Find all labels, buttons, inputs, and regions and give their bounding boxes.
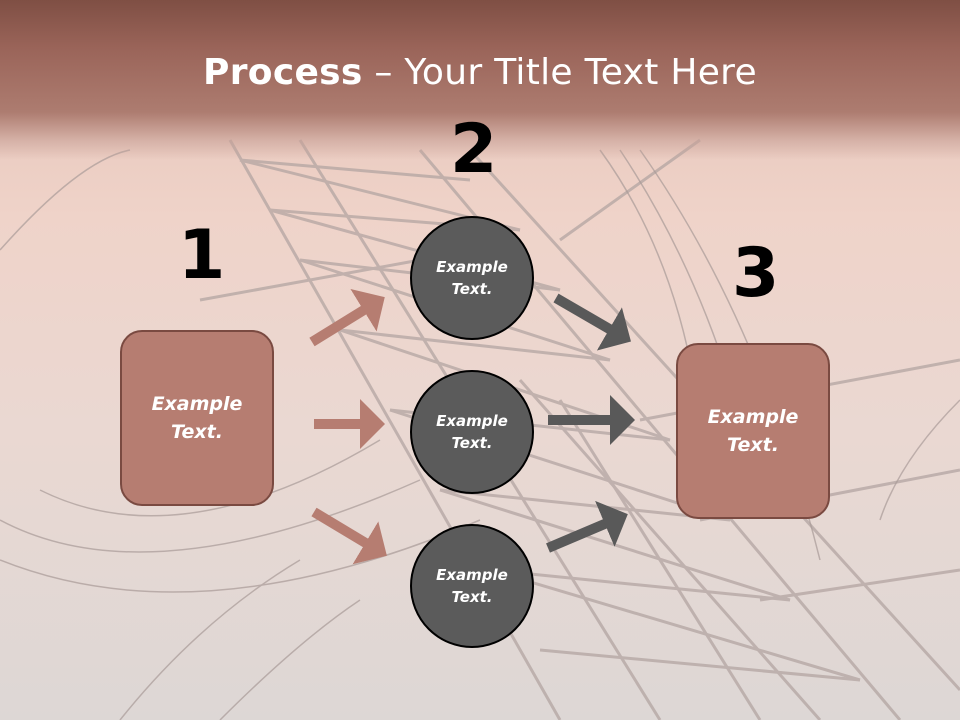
title-rest: – Your Title Text Here: [362, 52, 757, 93]
arrow-down-right-2: [553, 293, 631, 351]
title-bold: Process: [203, 52, 363, 93]
step-box-3[interactable]: Example Text.: [676, 343, 830, 519]
circle-1-text: Example Text.: [436, 257, 508, 299]
circle-3[interactable]: Example Text.: [410, 524, 534, 648]
step-number-1: 1: [178, 216, 226, 295]
slide-title: Process – Your Title Text Here: [0, 52, 960, 93]
arrow-down-right-1: [311, 507, 387, 565]
circle-2[interactable]: Example Text.: [410, 370, 534, 494]
circle-3-text: Example Text.: [436, 565, 508, 607]
arrow-up-right-1: [309, 288, 385, 347]
arrow-up-right-2: [546, 500, 628, 553]
circle-2-text: Example Text.: [436, 411, 508, 453]
circle-1[interactable]: Example Text.: [410, 216, 534, 340]
title-band: [0, 0, 960, 160]
step-box-3-text: Example Text.: [707, 405, 799, 457]
step-box-1-text: Example Text.: [151, 392, 243, 444]
step-box-1[interactable]: Example Text.: [120, 330, 274, 506]
step-number-2: 2: [450, 110, 498, 189]
step-number-3: 3: [732, 234, 780, 313]
